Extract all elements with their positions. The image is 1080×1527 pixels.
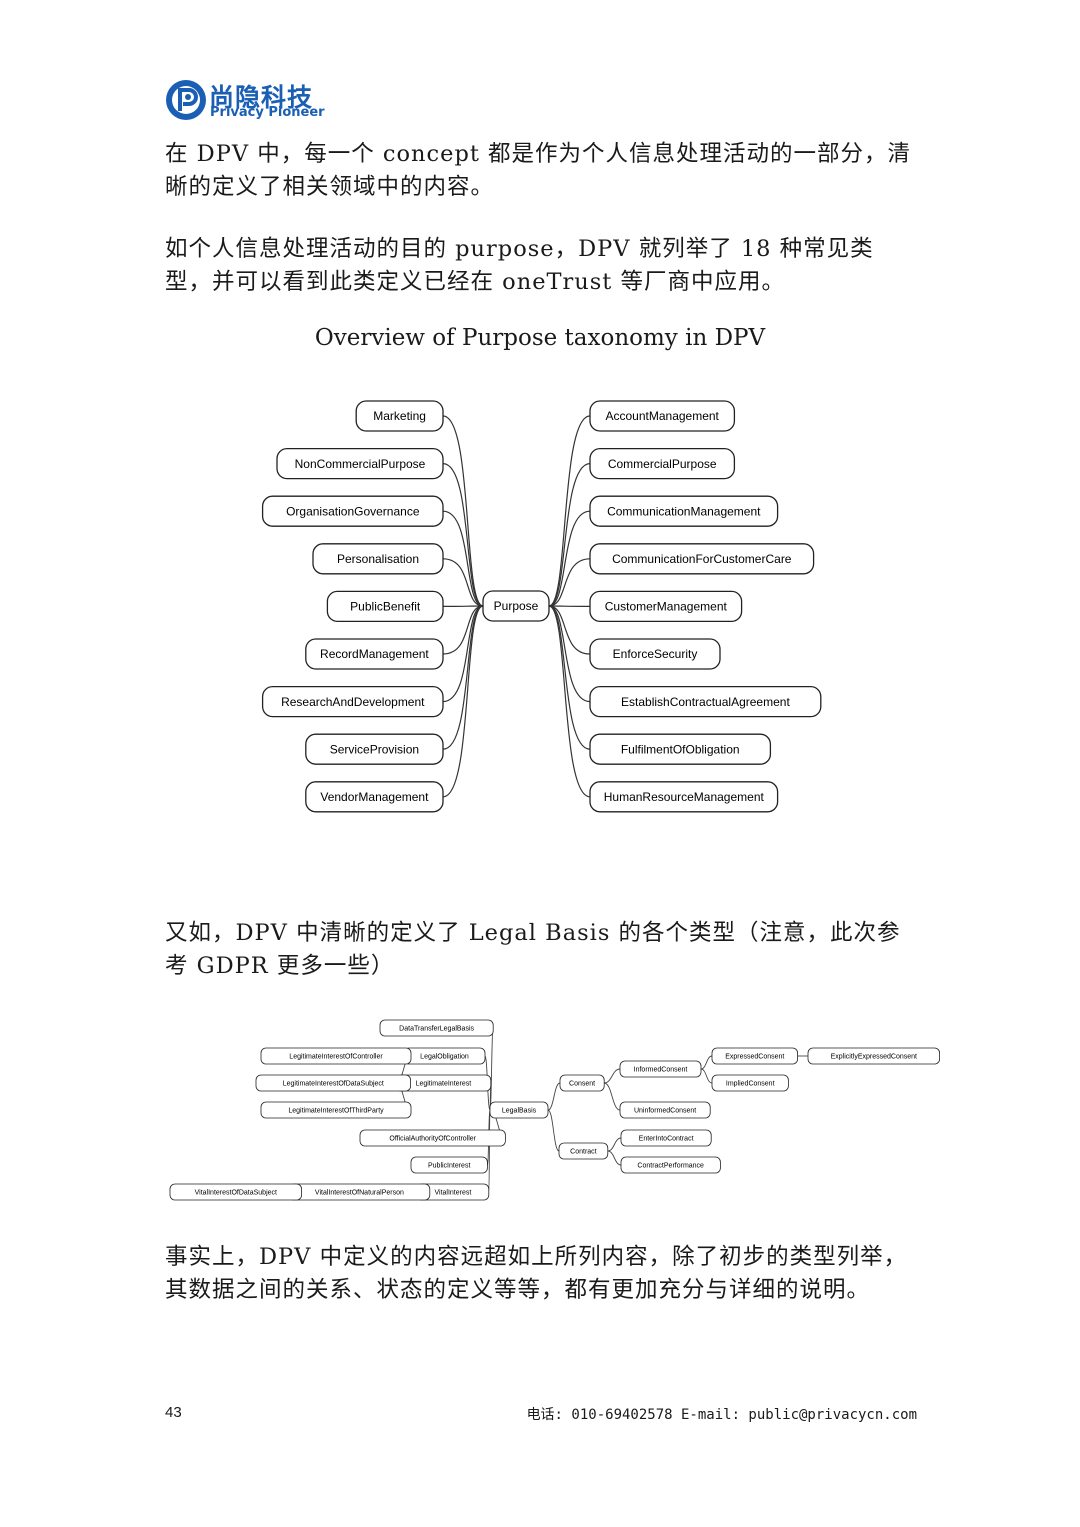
purpose-node-enforce-security: EnforceSecurity bbox=[589, 638, 721, 670]
legal-basis-node-legal-obligation: LegalObligation bbox=[403, 1047, 486, 1065]
legal-basis-root-node-label: LegalBasis bbox=[502, 1107, 537, 1114]
legal-basis-node-data-transfer-legal-basis: DataTransferLegalBasis bbox=[379, 1019, 494, 1037]
purpose-node-record-management: RecordManagement bbox=[305, 638, 444, 670]
purpose-node-record-management-label: RecordManagement bbox=[320, 647, 429, 661]
legal-basis-node-contract-performance-label: ContractPerformance bbox=[637, 1162, 704, 1169]
legal-basis-node-enter-into-contract: EnterIntoContract bbox=[620, 1129, 712, 1147]
logo-english-name: Privacy Pioneer bbox=[210, 105, 325, 120]
purpose-node-organisation-governance: OrganisationGovernance bbox=[261, 495, 444, 527]
legal-basis-node-official-authority-of-controller-label: OfficialAuthorityOfController bbox=[389, 1135, 476, 1142]
legal-basis-diagram: LegalBasis DataTransferLegalBasisLegalObl… bbox=[169, 1019, 941, 1201]
purpose-node-communication-for-customer-care: CommunicationForCustomerCare bbox=[589, 543, 815, 575]
purpose-node-personalisation: Personalisation bbox=[312, 543, 444, 575]
legal-basis-node-expressed-consent: ExpressedConsent bbox=[711, 1047, 798, 1065]
purpose-node-establish-contractual-agreement-label: EstablishContractualAgreement bbox=[621, 695, 790, 709]
purpose-node-non-commercial-purpose: NonCommercialPurpose bbox=[276, 447, 444, 480]
purpose-node-public-benefit-label: PublicBenefit bbox=[350, 600, 421, 614]
legal-basis-node-informed-consent: InformedConsent bbox=[619, 1060, 702, 1078]
legal-basis-node-vital-interest-of-data-subject-label: VitalInterestOfDataSubject bbox=[195, 1189, 277, 1196]
legal-basis-node-uninformed-consent-label: UninformedConsent bbox=[634, 1107, 696, 1114]
paragraph-summary: 事实上，DPV 中定义的内容远超如上所列内容，除了初步的类型列举，其数据之间的关… bbox=[165, 1244, 908, 1303]
footer-contact: 电话: 010-69402578 E-mail: public@privacyc… bbox=[526, 1407, 917, 1423]
legal-basis-node-implied-consent-label: ImpliedConsent bbox=[726, 1080, 775, 1087]
purpose-node-human-resource-management-label: HumanResourceManagement bbox=[604, 790, 765, 804]
purpose-node-research-and-development-label: ResearchAndDevelopment bbox=[281, 695, 425, 709]
purpose-node-customer-management: CustomerManagement bbox=[589, 590, 743, 623]
legal-basis-node-legitimate-interest-label: LegitimateInterest bbox=[416, 1080, 472, 1087]
purpose-root-node-label: Purpose bbox=[494, 599, 539, 613]
legal-basis-node-legitimate-interest-of-controller: LegitimateInterestOfController bbox=[260, 1047, 412, 1065]
legal-basis-node-expressed-consent-label: ExpressedConsent bbox=[725, 1053, 784, 1060]
legal-basis-node-vital-interest: VitalInterest bbox=[416, 1183, 490, 1201]
legal-basis-node-legitimate-interest-of-third-party-label: LegitimateInterestOfThirdParty bbox=[288, 1107, 384, 1114]
legal-basis-node-explicitly-expressed-consent: ExplicitlyExpressedConsent bbox=[807, 1047, 941, 1065]
legal-basis-node-data-transfer-legal-basis-label: DataTransferLegalBasis bbox=[399, 1025, 474, 1032]
purpose-node-research-and-development: ResearchAndDevelopment bbox=[261, 685, 444, 718]
purpose-node-human-resource-management: HumanResourceManagement bbox=[589, 781, 779, 813]
legal-basis-node-legitimate-interest: LegitimateInterest bbox=[395, 1074, 492, 1092]
purpose-node-organisation-governance-label: OrganisationGovernance bbox=[286, 504, 420, 518]
legal-basis-node-vital-interest-of-natural-person-label: VitalInterestOfNaturalPerson bbox=[315, 1189, 404, 1196]
legal-basis-node-contract-label: Contract bbox=[570, 1148, 597, 1155]
purpose-node-account-management: AccountManagement bbox=[589, 400, 736, 432]
purpose-root-node: Purpose bbox=[482, 590, 550, 622]
purpose-node-communication-management: CommunicationManagement bbox=[589, 495, 779, 527]
paragraph-dpv-concept: 在 DPV 中，每一个 concept 都是作为个人信息处理活动的一部分，清晰的… bbox=[165, 141, 912, 200]
legal-basis-node-vital-interest-of-data-subject: VitalInterestOfDataSubject bbox=[169, 1183, 303, 1201]
legal-basis-node-informed-consent-label: InformedConsent bbox=[634, 1066, 688, 1073]
legal-basis-node-explicitly-expressed-consent-label: ExplicitlyExpressedConsent bbox=[831, 1053, 917, 1060]
legal-basis-node-official-authority-of-controller: OfficialAuthorityOfController bbox=[359, 1129, 506, 1147]
purpose-node-service-provision: ServiceProvision bbox=[305, 733, 444, 765]
purpose-node-fulfilment-of-obligation-label: FulfilmentOfObligation bbox=[621, 742, 740, 756]
purpose-node-personalisation-label: Personalisation bbox=[337, 552, 419, 566]
logo-chinese-name: 尚隐科技 bbox=[209, 83, 314, 112]
legal-basis-node-legitimate-interest-of-third-party: LegitimateInterestOfThirdParty bbox=[260, 1101, 412, 1119]
purpose-taxonomy-diagram: MarketingNonCommercialPurposeOrganisatio… bbox=[261, 400, 822, 813]
legal-basis-node-implied-consent: ImpliedConsent bbox=[711, 1074, 789, 1092]
purpose-node-fulfilment-of-obligation: FulfilmentOfObligation bbox=[589, 733, 772, 765]
purpose-node-customer-management-label: CustomerManagement bbox=[605, 600, 728, 614]
privacy-pioneer-logo-icon bbox=[166, 80, 206, 120]
paragraph-dpv-purpose: 如个人信息处理活动的目的 purpose，DPV 就列举了 18 种常见类型，并… bbox=[165, 236, 874, 295]
legal-basis-root-node: LegalBasis bbox=[489, 1101, 549, 1119]
purpose-node-non-commercial-purpose-label: NonCommercialPurpose bbox=[295, 457, 426, 471]
purpose-node-communication-for-customer-care-label: CommunicationForCustomerCare bbox=[612, 552, 792, 566]
purpose-node-marketing-label: Marketing bbox=[373, 409, 426, 423]
legal-basis-node-legal-obligation-label: LegalObligation bbox=[420, 1053, 469, 1060]
legal-basis-node-enter-into-contract-label: EnterIntoContract bbox=[639, 1135, 694, 1142]
paragraph-legal-basis: 又如，DPV 中清晰的定义了 Legal Basis 的各个类型（注意，此次参考… bbox=[165, 920, 901, 979]
company-logo: 尚隐科技 Privacy Pioneer bbox=[164, 78, 334, 124]
purpose-node-commercial-purpose-label: CommercialPurpose bbox=[608, 457, 717, 471]
page-number: 43 bbox=[165, 1404, 182, 1421]
legal-basis-node-consent-label: Consent bbox=[569, 1080, 595, 1087]
legal-basis-node-contract-performance: ContractPerformance bbox=[620, 1156, 721, 1174]
legal-basis-node-legitimate-interest-of-data-subject-label: LegitimateInterestOfDataSubject bbox=[283, 1080, 384, 1087]
legal-basis-node-public-interest-label: PublicInterest bbox=[428, 1162, 470, 1169]
legal-basis-node-vital-interest-of-natural-person: VitalInterestOfNaturalPerson bbox=[288, 1183, 431, 1201]
legal-basis-node-public-interest: PublicInterest bbox=[410, 1156, 488, 1174]
purpose-diagram-title: Overview of Purpose taxonomy in DPV bbox=[314, 325, 766, 351]
purpose-node-vendor-management: VendorManagement bbox=[305, 781, 444, 813]
legal-basis-node-uninformed-consent: UninformedConsent bbox=[619, 1101, 711, 1119]
legal-basis-node-legitimate-interest-of-controller-label: LegitimateInterestOfController bbox=[289, 1053, 383, 1060]
purpose-node-public-benefit: PublicBenefit bbox=[326, 590, 444, 623]
legal-basis-node-legitimate-interest-of-data-subject: LegitimateInterestOfDataSubject bbox=[255, 1074, 412, 1092]
purpose-node-account-management-label: AccountManagement bbox=[605, 409, 719, 423]
purpose-node-vendor-management-label: VendorManagement bbox=[320, 790, 429, 804]
purpose-node-commercial-purpose: CommercialPurpose bbox=[589, 447, 736, 480]
purpose-node-communication-management-label: CommunicationManagement bbox=[607, 504, 761, 518]
purpose-node-service-provision-label: ServiceProvision bbox=[330, 742, 419, 756]
purpose-node-establish-contractual-agreement: EstablishContractualAgreement bbox=[589, 685, 822, 718]
legal-basis-node-consent: Consent bbox=[559, 1074, 605, 1092]
legal-basis-node-contract: Contract bbox=[558, 1142, 609, 1160]
legal-basis-node-vital-interest-label: VitalInterest bbox=[434, 1189, 471, 1196]
purpose-node-marketing: Marketing bbox=[355, 400, 444, 432]
purpose-node-enforce-security-label: EnforceSecurity bbox=[613, 647, 698, 661]
